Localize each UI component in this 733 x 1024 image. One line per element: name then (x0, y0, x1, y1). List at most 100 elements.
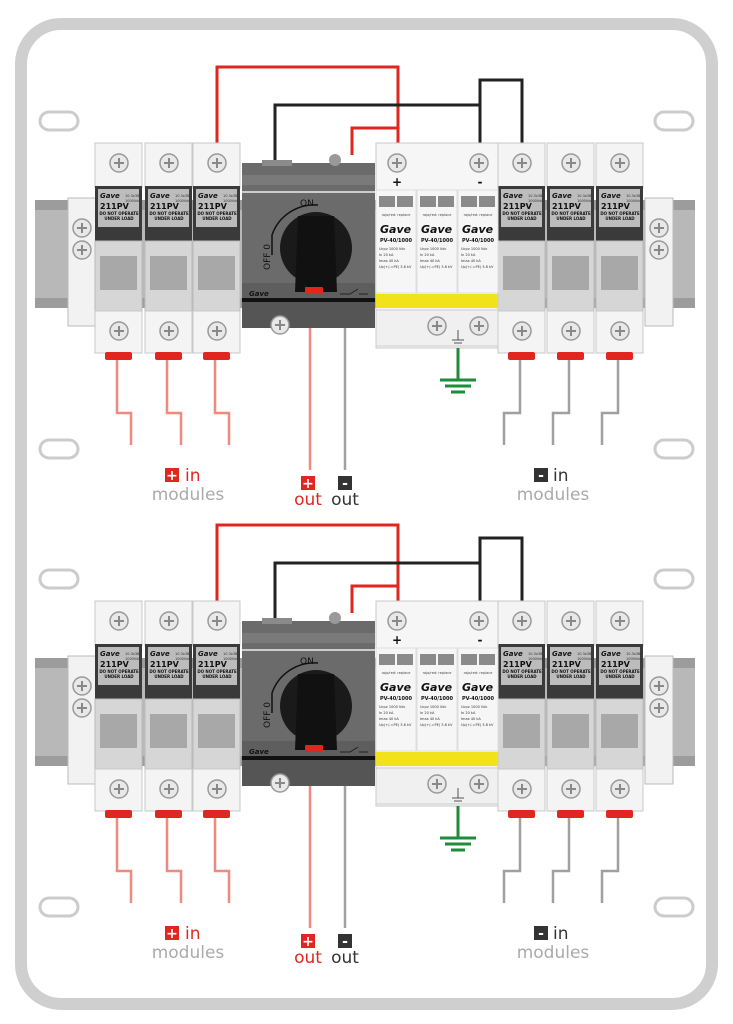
minus-icon: - (338, 934, 352, 950)
fuse-warning: UNDER LOAD (202, 216, 232, 221)
fuse-warning: UNDER LOAD (154, 216, 184, 221)
fuse-warning: DO NOT OPERATE (600, 669, 640, 674)
fuse-holder[interactable]: Gave 211PV 10.3x38 1000Vdc DO NOT OPERAT… (192, 142, 241, 360)
minus-icon: - (534, 926, 548, 942)
spd-spec: Imax 40 kA (379, 717, 399, 721)
spd-spec: Ucpv 1000 Vdc (461, 247, 488, 251)
spd-spec: Imax 40 kA (420, 259, 440, 263)
screw-icon (72, 676, 92, 696)
screw-icon (469, 611, 489, 631)
negative-module-input-wire (551, 818, 571, 903)
screw-icon (207, 611, 227, 631)
rail-end-stop-left (67, 197, 97, 327)
screw-icon (159, 779, 179, 799)
fuse-holder[interactable]: Gave 211PV 10.3x38 1000Vdc DO NOT OPERAT… (595, 600, 644, 818)
spd-module: rojo/red: replace Gave PV-40/1000 Ucpv 1… (457, 189, 499, 294)
negative-bus-wire (273, 103, 482, 163)
fuse-holder[interactable]: Gave 211PV 10.3x38 1000Vdc DO NOT OPERAT… (497, 142, 546, 360)
fuse-size: 10.3x38 (223, 194, 237, 198)
spd-spec: Up(+/-=PE) 3.8 kV (461, 265, 494, 269)
spd-brand: Gave (421, 223, 453, 236)
screw-icon (469, 316, 489, 336)
ground-icon (440, 806, 476, 852)
screw-icon (109, 611, 129, 631)
spd-yellow-band (376, 752, 498, 766)
fuse-rating: 1000Vdc (125, 657, 141, 661)
spd-minus-terminal: - (478, 633, 483, 647)
spd-model: PV-40/1000 (421, 696, 453, 702)
fuse-warning: DO NOT OPERATE (502, 669, 542, 674)
fuse-holder[interactable]: Gave 211PV 10.3x38 1000Vdc DO NOT OPERAT… (94, 600, 143, 818)
spd-brand: Gave (380, 223, 412, 236)
fuse-rating: 1000Vdc (175, 199, 191, 203)
disconnect-switch[interactable]: ON OFF 0 Gave (242, 612, 375, 793)
positive-module-input-wire (115, 360, 133, 445)
fuse-holder[interactable]: Gave 211PV 10.3x38 1000Vdc DO NOT OPERAT… (546, 142, 595, 360)
spd-indicator-label: rojo/red: replace (382, 671, 411, 675)
spd-spec: Ucpv 1000 Vdc (420, 247, 447, 251)
fuse-model: 211PV (198, 660, 228, 669)
fuse-red-tab (508, 352, 535, 360)
fuse-warning: DO NOT OPERATE (99, 669, 139, 674)
screw-icon (649, 698, 669, 718)
rail-end-stop-left (67, 655, 97, 785)
fuse-model: 211PV (150, 660, 180, 669)
screw-icon (72, 240, 92, 260)
fuse-rating: 1000Vdc (577, 199, 593, 203)
fuse-holder[interactable]: Gave 211PV 10.3x38 1000Vdc DO NOT OPERAT… (94, 142, 143, 360)
negative-in-label: in (553, 466, 569, 486)
spd-spec: Ucpv 1000 Vdc (461, 705, 488, 709)
plus-icon: + (301, 476, 315, 492)
plus-icon: + (165, 926, 179, 942)
fuse-size: 10.3x38 (125, 652, 139, 656)
fuse-brand: Gave (100, 650, 120, 658)
fuse-holder[interactable]: Gave 211PV 10.3x38 1000Vdc DO NOT OPERAT… (497, 600, 546, 818)
fuse-model: 211PV (100, 202, 130, 211)
fuse-holder[interactable]: Gave 211PV 10.3x38 1000Vdc DO NOT OPERAT… (192, 600, 241, 818)
surge-protector[interactable]: + - rojo/red: replace Gave PV-40/1000 Uc… (375, 600, 499, 807)
modules-label: modules (517, 485, 590, 505)
fuse-warning: DO NOT OPERATE (502, 211, 542, 216)
spd-spec: Ucpv 1000 Vdc (379, 247, 406, 251)
screw-icon (270, 315, 290, 335)
screw-icon (207, 153, 227, 173)
spd-spec: In 20 kA (420, 711, 435, 715)
fuse-size: 10.3x38 (175, 194, 189, 198)
screw-icon (649, 240, 669, 260)
rail-end-stop-right (644, 655, 674, 785)
enclosure-mounts (38, 568, 695, 918)
spd-plus-terminal: + (392, 633, 402, 647)
screw-icon (561, 321, 581, 341)
spd-spec: In 20 kA (461, 253, 476, 257)
rotary-knob[interactable] (280, 670, 352, 752)
disconnect-switch[interactable]: ON OFF 0 Gave (242, 154, 375, 335)
negative-module-input-wire (551, 360, 571, 445)
fuse-red-tab (508, 810, 535, 818)
fuse-brand: Gave (552, 192, 572, 200)
screw-icon (270, 773, 290, 793)
fuse-model: 211PV (100, 660, 130, 669)
positive-module-input-wire (213, 360, 231, 445)
surge-protector[interactable]: + - rojo/red: replace Gave PV-40/1000 Uc… (375, 142, 499, 349)
rotary-knob[interactable] (280, 212, 352, 294)
spd-model: PV-40/1000 (380, 238, 412, 244)
fuse-holder[interactable]: Gave 211PV 10.3x38 1000Vdc DO NOT OPERAT… (595, 142, 644, 360)
screw-icon (561, 779, 581, 799)
screw-icon (610, 611, 630, 631)
fuse-model: 211PV (198, 202, 228, 211)
positive-out-label: out (294, 490, 322, 510)
minus-icon: - (338, 476, 352, 492)
ground-symbol-small (452, 788, 464, 802)
screw-icon (469, 774, 489, 794)
spd-module: rojo/red: replace Gave PV-40/1000 Ucpv 1… (457, 647, 499, 752)
fuse-warning: UNDER LOAD (507, 674, 537, 679)
fuse-holder[interactable]: Gave 211PV 10.3x38 1000Vdc DO NOT OPERAT… (546, 600, 595, 818)
svg-text:+: + (166, 926, 178, 942)
fuse-holder[interactable]: Gave 211PV 10.3x38 1000Vdc DO NOT OPERAT… (144, 600, 193, 818)
positive-spd-wire (350, 584, 398, 613)
fuse-warning: UNDER LOAD (605, 216, 635, 221)
screw-icon (512, 153, 532, 173)
screw-icon (561, 153, 581, 173)
fuse-holder[interactable]: Gave 211PV 10.3x38 1000Vdc DO NOT OPERAT… (144, 142, 193, 360)
